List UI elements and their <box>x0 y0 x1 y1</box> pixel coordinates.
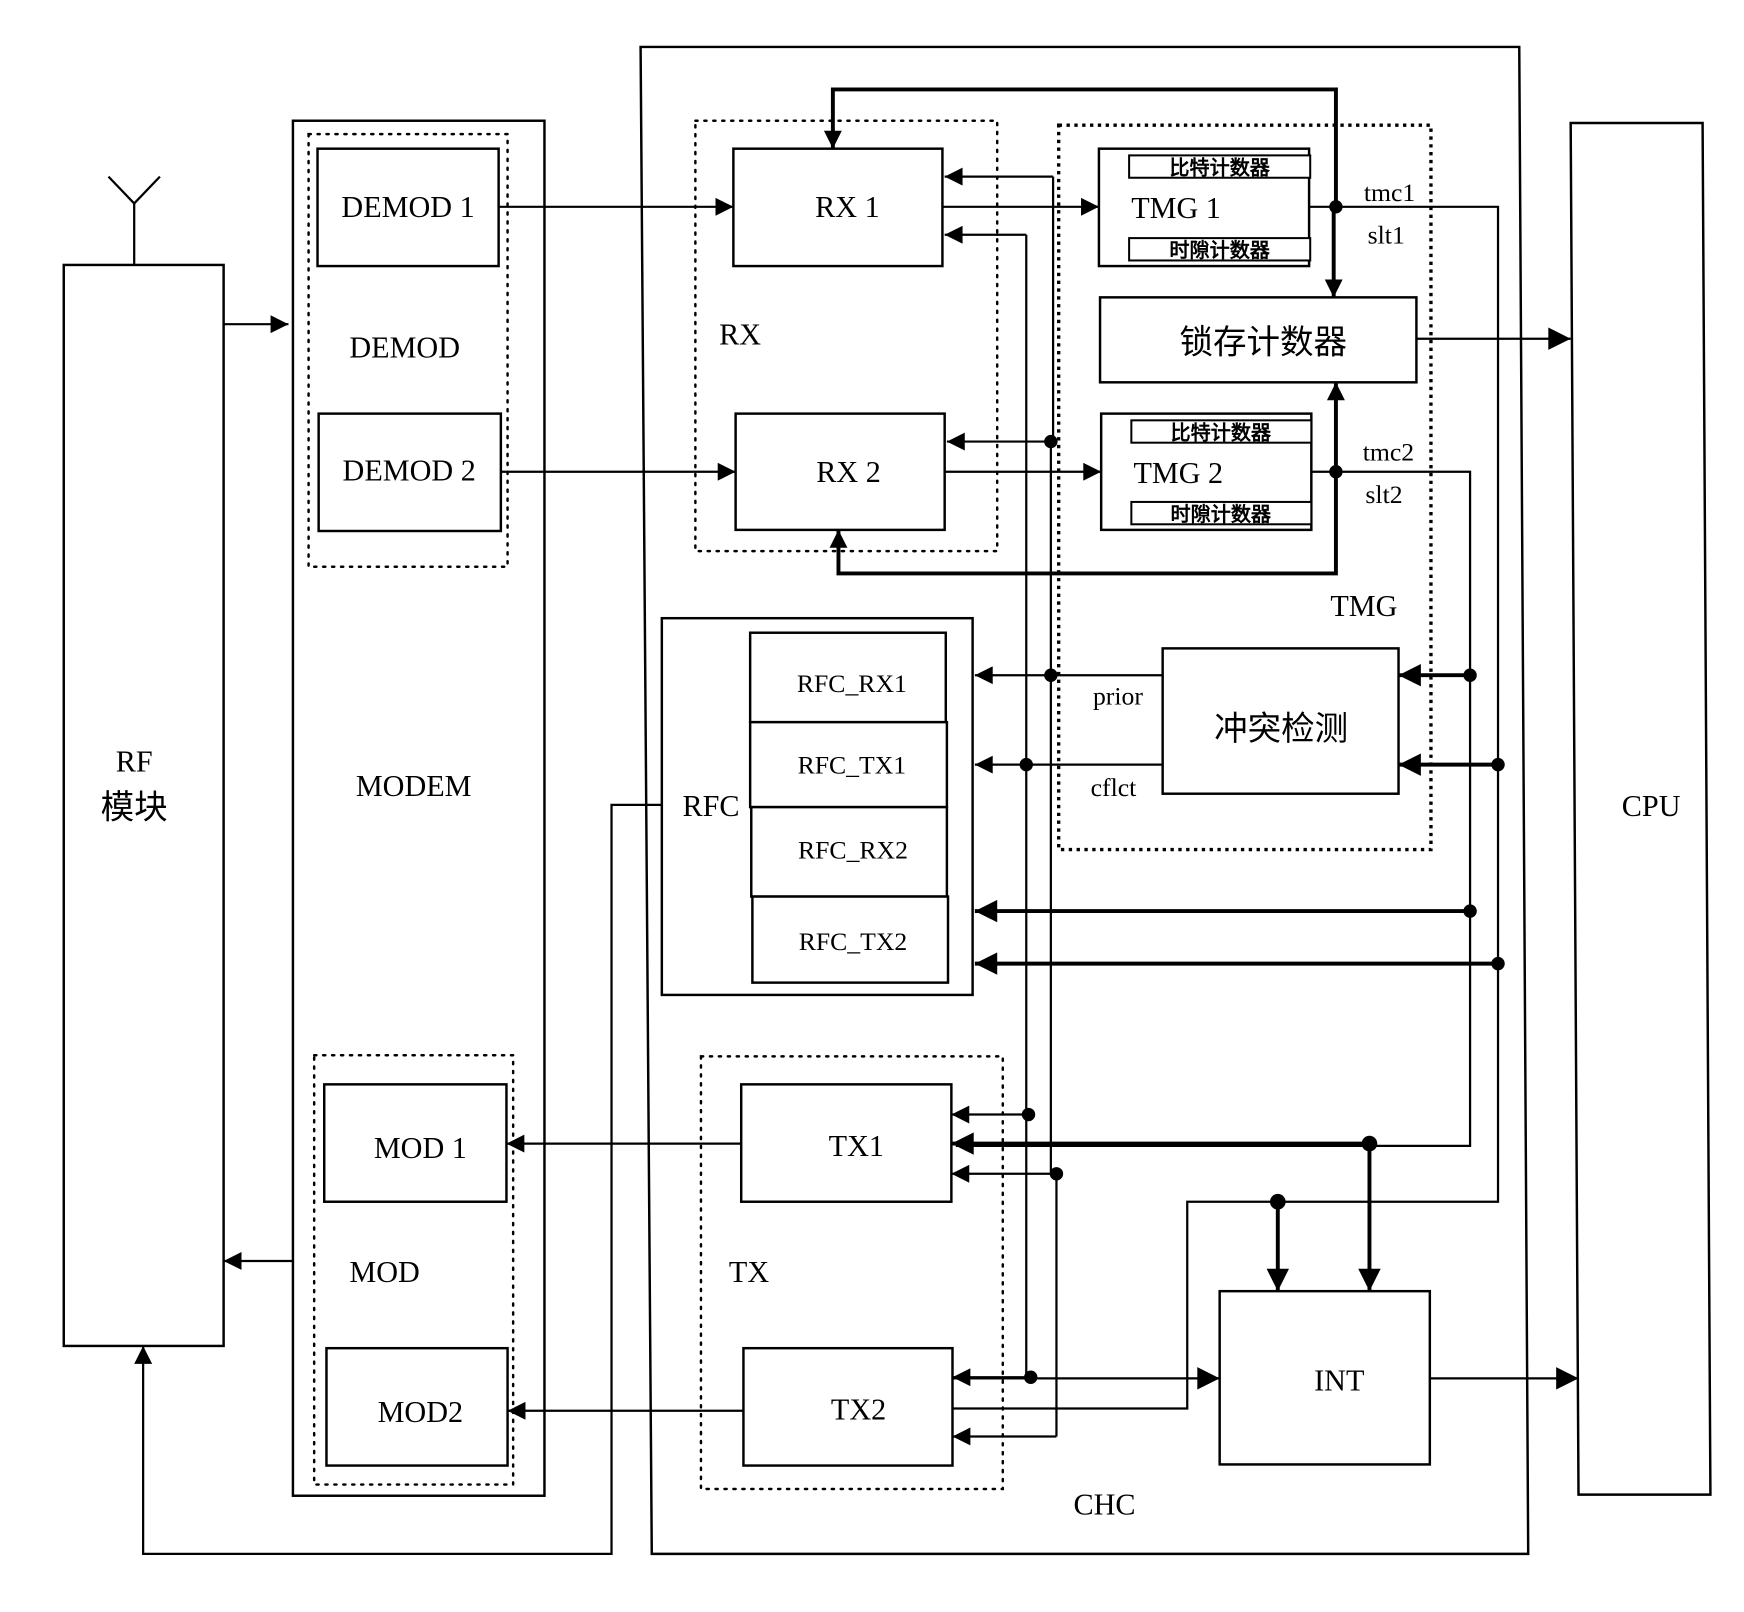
tmg1-slot-counter-label: 时隙计数器 <box>1169 238 1270 262</box>
tmg1-block: 比特计数器 TMG 1 时隙计数器 <box>1097 147 1312 268</box>
junction-dot <box>1361 1135 1378 1152</box>
rfc-tx2-cell <box>751 895 950 984</box>
junction-dot <box>1021 1107 1036 1122</box>
tmg2-to-rx2-feedback <box>829 471 1338 576</box>
demod1-label: DEMOD 1 <box>341 190 474 224</box>
tmc1-slt1-line <box>952 205 1500 1410</box>
rx-group <box>694 119 999 553</box>
tmg2-bit-counter-label: 比特计数器 <box>1171 420 1272 444</box>
rfc-tx2-label: RFC_TX2 <box>799 927 908 956</box>
tmg-group <box>1057 123 1433 852</box>
demod-group <box>307 132 509 569</box>
collision-detect-block: 冲突检测 <box>1161 647 1400 795</box>
mod-group-label: MOD <box>349 1255 419 1289</box>
tx-group-label: TX <box>729 1255 769 1289</box>
tmc1-label: tmc1 <box>1364 178 1415 207</box>
junction-dot <box>1463 668 1477 682</box>
rx2-block: RX 2 <box>734 412 946 532</box>
tx1-label: TX1 <box>829 1129 884 1163</box>
latch-counter-label: 锁存计数器 <box>1179 322 1347 361</box>
tmg2-slot-counter-label: 时隙计数器 <box>1171 502 1272 526</box>
cflct-label: cflct <box>1091 773 1137 802</box>
latch-counter-block: 锁存计数器 <box>1098 296 1418 384</box>
junction-dot <box>1491 757 1505 772</box>
rfc-tx1-label: RFC_TX1 <box>798 751 907 780</box>
rx2-label: RX 2 <box>816 455 881 489</box>
int-block: INT <box>1218 1289 1432 1466</box>
tmg2-slot-counter <box>1130 500 1313 526</box>
rfc-to-rf-line <box>134 803 662 1555</box>
rf-module-label-cn: 模块 <box>101 787 168 826</box>
junction-dot <box>1491 956 1505 971</box>
chc-label: CHC <box>1073 1488 1135 1522</box>
rfc-label: RFC <box>683 789 740 823</box>
junction-dot <box>1044 434 1058 449</box>
rfc-block: RFC RFC_RX1 RFC_TX1 RFC_RX2 RFC_TX2 <box>660 616 974 997</box>
antenna-icon <box>107 175 161 265</box>
tmg2-label: TMG 2 <box>1133 456 1223 490</box>
tx2-label: TX2 <box>831 1393 886 1427</box>
rx1-block: RX 1 <box>732 147 944 268</box>
tmg2-block: 比特计数器 TMG 2 时隙计数器 <box>1099 412 1313 532</box>
junction-dot <box>1463 904 1477 918</box>
rfc-rx1-label: RFC_RX1 <box>797 669 907 698</box>
tmg1-slot-counter <box>1128 237 1312 262</box>
tmg1-to-rx1-feedback <box>823 87 1338 207</box>
tmc2-slt2-line <box>955 470 1472 1147</box>
modem-label: MODEM <box>356 769 472 803</box>
int-label: INT <box>1314 1364 1364 1398</box>
junction-dot <box>1044 668 1058 682</box>
rx-group-label: RX <box>719 317 761 351</box>
mod2-label: MOD2 <box>378 1395 463 1429</box>
prior-label: prior <box>1093 681 1143 710</box>
demod1-block: DEMOD 1 <box>316 147 500 268</box>
slt2-label: slt2 <box>1365 480 1402 509</box>
tmg2-bit-counter <box>1130 419 1313 444</box>
cpu-block: CPU <box>1569 121 1712 1496</box>
mod1-block: MOD 1 <box>323 1083 508 1203</box>
rfc-rx2-label: RFC_RX2 <box>798 836 908 865</box>
tx-group <box>699 1055 1005 1491</box>
rf-module: RF 模块 <box>62 263 225 1348</box>
slt1-label: slt1 <box>1368 221 1405 250</box>
mod1-label: MOD 1 <box>374 1131 467 1165</box>
cpu-label: CPU <box>1622 789 1681 823</box>
rfc-tx1-cell <box>748 720 949 809</box>
collision-detect-label: 冲突检测 <box>1214 709 1348 748</box>
demod-group-label: DEMOD <box>349 331 460 365</box>
tmg-group-label: TMG <box>1330 589 1397 623</box>
mod-group <box>312 1054 515 1486</box>
tmg1-bit-counter <box>1128 154 1312 179</box>
junction-dot <box>1019 757 1033 772</box>
demod2-label: DEMOD 2 <box>343 454 476 488</box>
tmg1-label: TMG 1 <box>1131 191 1221 225</box>
rx1-label: RX 1 <box>815 190 880 224</box>
tmg1-bit-counter-label: 比特计数器 <box>1169 155 1270 179</box>
junction-dot <box>1269 1193 1286 1210</box>
tx1-block: TX1 <box>739 1083 953 1203</box>
rfc-rx2-cell <box>750 805 949 898</box>
chc-block: CHC <box>639 45 1530 1556</box>
tmc2-label: tmc2 <box>1363 438 1414 467</box>
rf-module-label: RF <box>116 744 153 778</box>
demod2-block: DEMOD 2 <box>317 412 503 533</box>
mod2-block: MOD2 <box>325 1346 509 1467</box>
modem-block: MODEM <box>291 119 546 1497</box>
tx2-block: TX2 <box>742 1346 954 1467</box>
